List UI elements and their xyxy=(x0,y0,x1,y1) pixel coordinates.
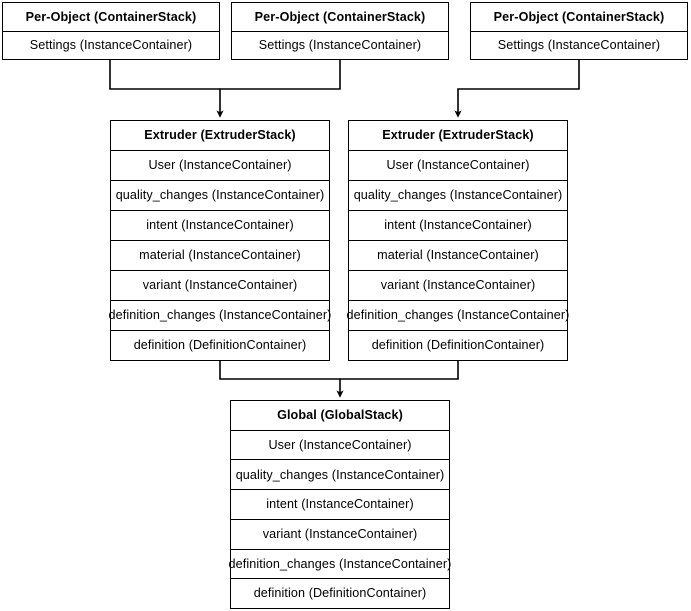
node-extruder-stack-2[interactable]: Extruder (ExtruderStack) User (InstanceC… xyxy=(347,120,569,361)
node-per-object-stack-1[interactable]: Per-Object (ContainerStack) Settings (In… xyxy=(2,2,220,60)
node-per-object-stack-3[interactable]: Per-Object (ContainerStack) Settings (In… xyxy=(470,2,688,60)
node-extruder-stack-1[interactable]: Extruder (ExtruderStack) User (InstanceC… xyxy=(109,120,331,361)
node-row-variant: variant (InstanceContainer) xyxy=(231,518,449,549)
node-row-intent: intent (InstanceContainer) xyxy=(231,489,449,519)
node-header: Per-Object (ContainerStack) xyxy=(3,3,219,31)
node-row-quality-changes: quality_changes (InstanceContainer) xyxy=(111,180,329,210)
node-row-variant: variant (InstanceContainer) xyxy=(349,270,567,300)
node-header: Extruder (ExtruderStack) xyxy=(111,121,329,150)
node-row-definition-changes: definition_changes (InstanceContainer) xyxy=(347,300,569,330)
node-row-material: material (InstanceContainer) xyxy=(111,240,329,270)
node-row-definition: definition (DefinitionContainer) xyxy=(231,578,449,609)
node-header: Global (GlobalStack) xyxy=(231,401,449,430)
node-row-definition-changes: definition_changes (InstanceContainer) xyxy=(109,300,331,330)
node-row-definition: definition (DefinitionContainer) xyxy=(349,330,567,360)
node-row-variant: variant (InstanceContainer) xyxy=(111,270,329,300)
node-header: Per-Object (ContainerStack) xyxy=(232,3,448,31)
edge-extruder1-to-global xyxy=(219,361,340,380)
node-header: Extruder (ExtruderStack) xyxy=(349,121,567,150)
node-row-settings: Settings (InstanceContainer) xyxy=(3,30,219,59)
node-per-object-stack-2[interactable]: Per-Object (ContainerStack) Settings (In… xyxy=(231,2,449,60)
node-row-intent: intent (InstanceContainer) xyxy=(111,210,329,240)
node-row-definition-changes: definition_changes (InstanceContainer) xyxy=(229,548,451,579)
node-row-settings: Settings (InstanceContainer) xyxy=(471,30,687,59)
node-row-settings: Settings (InstanceContainer) xyxy=(232,30,448,59)
node-row-user: User (InstanceContainer) xyxy=(349,150,567,180)
node-row-quality-changes: quality_changes (InstanceContainer) xyxy=(349,180,567,210)
node-row-intent: intent (InstanceContainer) xyxy=(349,210,567,240)
edge-extruder2-to-global xyxy=(336,361,459,398)
node-header: Per-Object (ContainerStack) xyxy=(471,3,687,31)
edge-perobject2-to-extruder1 xyxy=(216,60,341,118)
node-row-material: material (InstanceContainer) xyxy=(349,240,567,270)
node-row-user: User (InstanceContainer) xyxy=(231,429,449,460)
node-row-definition: definition (DefinitionContainer) xyxy=(111,330,329,360)
node-global-stack[interactable]: Global (GlobalStack) User (InstanceConta… xyxy=(229,400,451,609)
node-row-quality-changes: quality_changes (InstanceContainer) xyxy=(231,459,449,490)
edge-perobject1-to-extruder1 xyxy=(109,60,220,90)
edge-perobject3-to-extruder2 xyxy=(454,60,580,118)
node-row-user: User (InstanceContainer) xyxy=(111,150,329,180)
